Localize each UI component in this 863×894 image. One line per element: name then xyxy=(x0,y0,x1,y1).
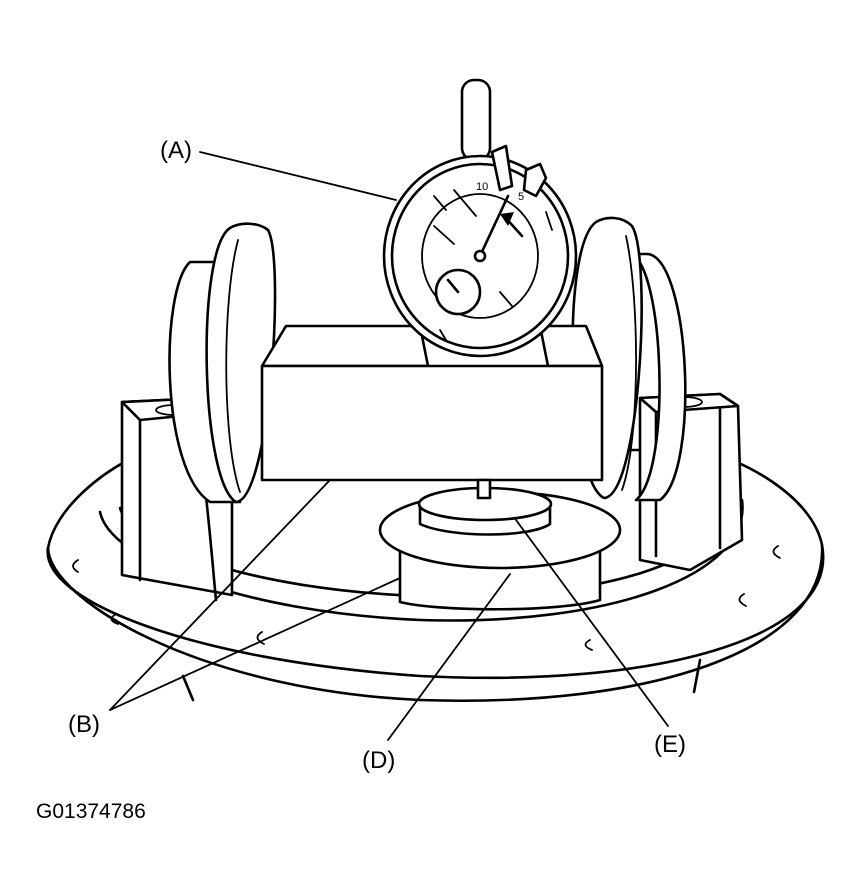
leader-d xyxy=(387,573,511,741)
label-d: (D) xyxy=(362,747,395,774)
label-b: (B) xyxy=(68,711,100,738)
gauge-plate-e xyxy=(417,478,553,536)
leader-lines xyxy=(109,151,669,741)
indicator-stem xyxy=(460,78,492,162)
center-block xyxy=(260,324,604,482)
label-a: (A) xyxy=(160,137,192,164)
leader-e xyxy=(515,519,669,727)
figure-code: G01374786 xyxy=(36,800,146,823)
label-e: (E) xyxy=(654,731,686,758)
dial-number-right: 5 xyxy=(518,191,524,203)
dial-indicator-a: 10 5 xyxy=(382,78,578,358)
dial-number-top: 10 xyxy=(476,181,488,193)
leader-b-lower xyxy=(109,577,401,711)
left-wheel xyxy=(168,222,277,504)
leader-b-upper xyxy=(109,479,331,711)
leader-a xyxy=(199,151,397,201)
